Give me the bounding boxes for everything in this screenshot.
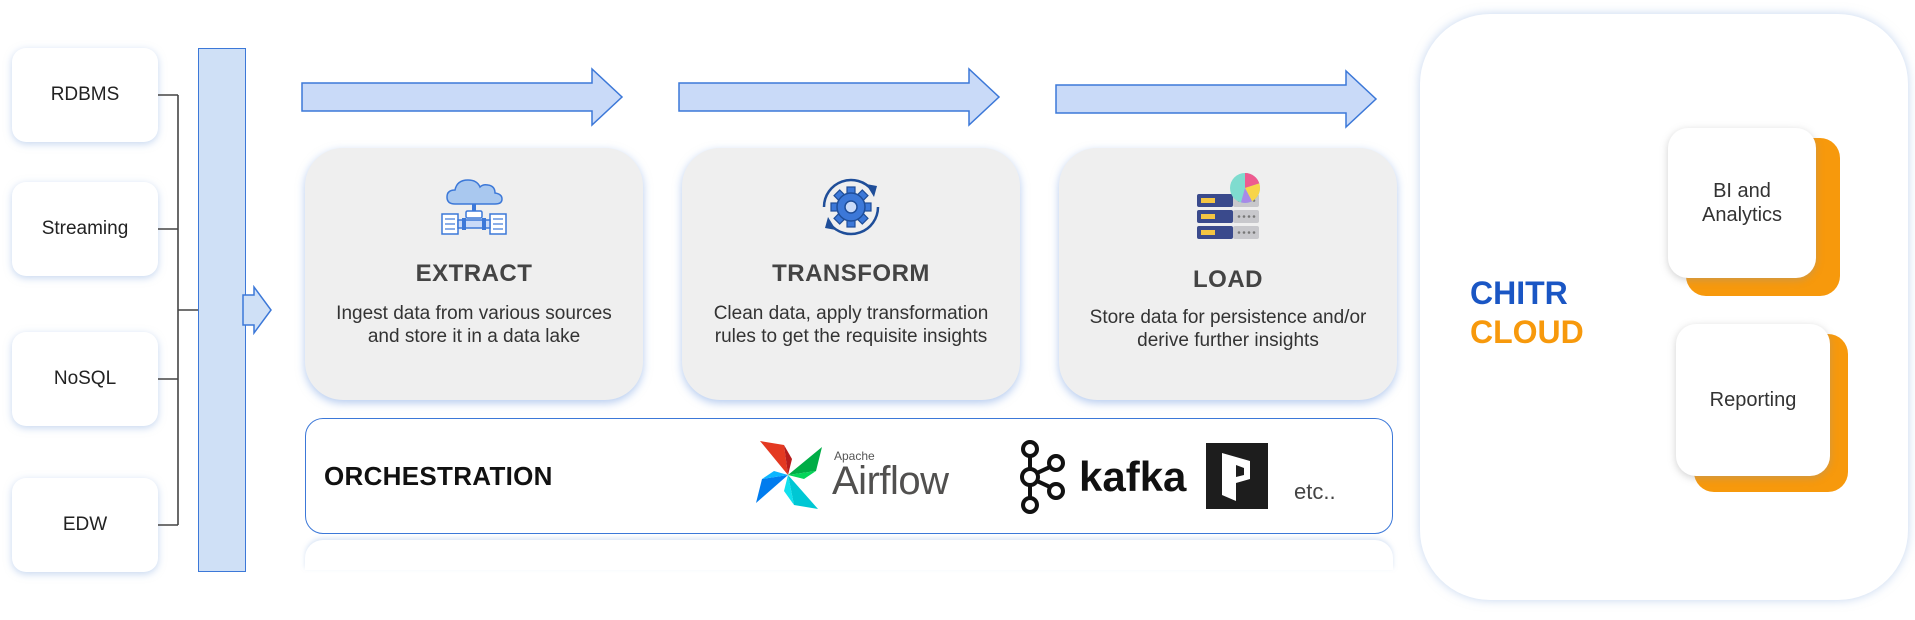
source-label: RDBMS: [50, 84, 120, 105]
workflow-tool-logo-icon: [1206, 443, 1268, 509]
extract-card: EXTRACT Ingest data from various sources…: [305, 148, 643, 400]
transform-card: TRANSFORM Clean data, apply transformati…: [682, 148, 1020, 400]
airflow-logo-icon: [756, 441, 822, 509]
load-card: LOAD Store data for persistence and/or d…: [1059, 148, 1397, 400]
cloud-panel: [1420, 14, 1908, 600]
card-title: TRANSFORM: [772, 260, 930, 287]
orchestration-label: ORCHESTRATION: [324, 461, 553, 491]
output-label: BI and Analytics: [1701, 180, 1783, 226]
refresh-gear-icon: [822, 178, 880, 236]
card-title: EXTRACT: [415, 260, 533, 287]
cloud-title: CHITR CLOUD: [1470, 274, 1584, 352]
card-description: Clean data, apply transformation rules t…: [713, 303, 989, 347]
source-rdbms: RDBMS: [12, 48, 158, 142]
source-label: NoSQL: [53, 368, 117, 389]
kafka-wordmark: kafka: [1079, 453, 1187, 500]
output-label: Reporting: [1709, 389, 1797, 411]
source-nosql: NoSQL: [12, 332, 158, 426]
source-label: Streaming: [41, 218, 129, 239]
cloud-pipeline-icon: [441, 179, 507, 235]
ingestion-bar: [198, 48, 246, 572]
card-description: Store data for persistence and/or derive…: [1089, 307, 1367, 351]
etc-label: etc..: [1294, 479, 1336, 504]
card-description: Ingest data from various sources and sto…: [336, 303, 612, 347]
bi-analytics-card: BI and Analytics: [1668, 128, 1816, 278]
flow-arrow-extract: [301, 67, 624, 127]
source-streaming: Streaming: [12, 182, 158, 276]
cloud-title-line1: CHITR: [1470, 275, 1568, 311]
orchestration-box: ORCHESTRATION Apache Airflow kafka: [305, 418, 1393, 534]
source-edw: EDW: [12, 478, 158, 572]
card-title: LOAD: [1193, 266, 1263, 293]
cloud-title-line2: CLOUD: [1470, 314, 1584, 350]
airflow-wordmark: Airflow: [832, 459, 949, 503]
airflow-prefix: Apache: [834, 449, 875, 463]
kafka-logo-icon: [1020, 440, 1065, 514]
source-label: EDW: [62, 514, 108, 535]
ingestion-bar-arrow: [242, 285, 272, 335]
flow-arrow-transform: [678, 67, 1001, 127]
server-stack-icon: [1197, 172, 1261, 239]
source-connector-lines: [158, 94, 198, 526]
flow-arrow-load: [1055, 69, 1378, 129]
reporting-card: Reporting: [1676, 324, 1830, 476]
orchestration-shadow-layer: [305, 540, 1393, 570]
